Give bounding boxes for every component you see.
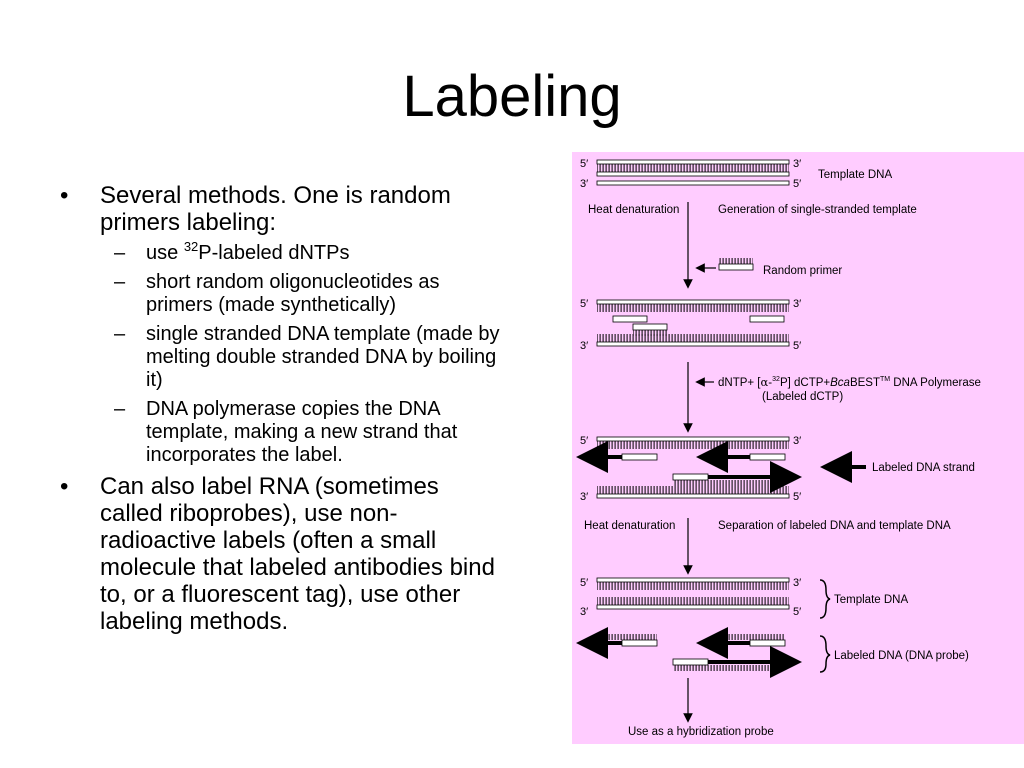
end-3-label: 3′ (793, 435, 801, 447)
generation-label: Generation of single-stranded template (718, 204, 917, 216)
sub-bullet-item: – short random oligonucleotides as prime… (100, 271, 500, 317)
random-primer (718, 263, 754, 271)
sub-bullet-marker: – (114, 323, 126, 345)
end-5-label: 5′ (793, 340, 801, 352)
sub-bullet-text: DNA polymerase copies the DNA template, … (146, 398, 458, 466)
heat-denaturation-label: Heat denaturation (584, 520, 675, 532)
dna-strand (596, 341, 790, 347)
primer-ticks (633, 330, 667, 336)
base-ticks (597, 334, 789, 342)
primer (749, 639, 786, 647)
end-5-label: 5′ (793, 178, 801, 190)
use-probe-label: Use as a hybridization probe (628, 726, 774, 738)
bullet-marker: • (60, 182, 69, 209)
sub-bullet-text-post: P-labeled dNTPs (198, 242, 350, 264)
end-5-label: 5′ (793, 606, 801, 618)
bullet-text: Several methods. One is random primers l… (100, 182, 451, 236)
sub-bullet-text: single stranded DNA template (made by me… (146, 323, 500, 391)
base-ticks (673, 665, 785, 671)
bullet-marker: • (60, 473, 69, 500)
dna-strand (596, 180, 790, 186)
end-3-label: 3′ (580, 491, 588, 503)
bullet-text: Can also label RNA (sometimes called rib… (100, 473, 495, 635)
end-5-label: 5′ (580, 435, 588, 447)
dna-strand (596, 604, 790, 610)
labeled-dctp-label: (Labeled dCTP) (762, 391, 843, 403)
primer (612, 315, 648, 323)
base-ticks (597, 164, 789, 172)
base-ticks (597, 597, 789, 605)
end-3-label: 3′ (793, 158, 801, 170)
sub-bullet-marker: – (114, 271, 126, 293)
bullet-item: • Several methods. One is random primers… (60, 182, 500, 467)
base-ticks (597, 486, 789, 494)
sub-bullet-item: – DNA polymerase copies the DNA template… (100, 398, 500, 467)
primer (621, 639, 658, 647)
primer (632, 323, 668, 331)
dna-strand (596, 493, 790, 499)
sub-bullet-text: short random oligonucleotides as primers… (146, 271, 440, 316)
separation-label: Separation of labeled DNA and template D… (718, 520, 951, 532)
sub-bullet-marker: – (114, 242, 126, 264)
primer (749, 453, 786, 461)
random-primer-labeling-diagram: 5′ 3′ 3′ 5′ Template DNA Heat denaturati… (572, 152, 1024, 744)
sub-bullet-item: – use 32P-labeled dNTPs (100, 239, 500, 265)
template-dna-label: Template DNA (834, 594, 908, 606)
dna-strand (596, 159, 790, 165)
primer (672, 473, 709, 481)
random-primer-label: Random primer (763, 265, 842, 277)
base-ticks (594, 634, 657, 640)
labeled-probe-label: Labeled DNA (DNA probe) (834, 650, 969, 662)
dna-strand (596, 436, 790, 442)
labeled-strand-label: Labeled DNA strand (872, 462, 975, 474)
end-3-label: 3′ (793, 577, 801, 589)
sub-bullet-superscript: 32 (183, 239, 199, 254)
primer-ticks (719, 258, 753, 264)
heat-denaturation-label: Heat denaturation (588, 204, 679, 216)
reagent-label: dNTP+ [α-32P] dCTP+BcaBESTTM DNA Polymer… (718, 375, 981, 389)
slide-title: Labeling (402, 64, 622, 129)
dna-strand (596, 577, 790, 583)
end-5-label: 5′ (580, 577, 588, 589)
sub-bullet-list: – use 32P-labeled dNTPs – short random o… (100, 239, 500, 467)
base-ticks (597, 304, 789, 312)
primer (672, 658, 709, 666)
base-ticks (714, 634, 785, 640)
end-3-label: 3′ (793, 298, 801, 310)
sub-bullet-item: – single stranded DNA template (made by … (100, 323, 500, 392)
end-5-label: 5′ (580, 158, 588, 170)
dna-strand (596, 171, 790, 177)
end-3-label: 3′ (580, 340, 588, 352)
base-ticks (597, 441, 789, 449)
base-ticks (597, 582, 789, 590)
dna-strand (596, 299, 790, 305)
end-5-label: 5′ (793, 491, 801, 503)
bullet-list: • Several methods. One is random primers… (60, 182, 500, 641)
brace (819, 635, 831, 673)
template-dna-label: Template DNA (818, 169, 892, 181)
brace (819, 579, 831, 619)
end-5-label: 5′ (580, 298, 588, 310)
base-ticks (673, 480, 785, 486)
bullet-item: • Can also label RNA (sometimes called r… (60, 473, 500, 635)
primer (621, 453, 658, 461)
sub-bullet-text-pre: use (146, 242, 184, 264)
end-3-label: 3′ (580, 606, 588, 618)
sub-bullet-marker: – (114, 398, 126, 420)
end-3-label: 3′ (580, 178, 588, 190)
primer (749, 315, 785, 323)
